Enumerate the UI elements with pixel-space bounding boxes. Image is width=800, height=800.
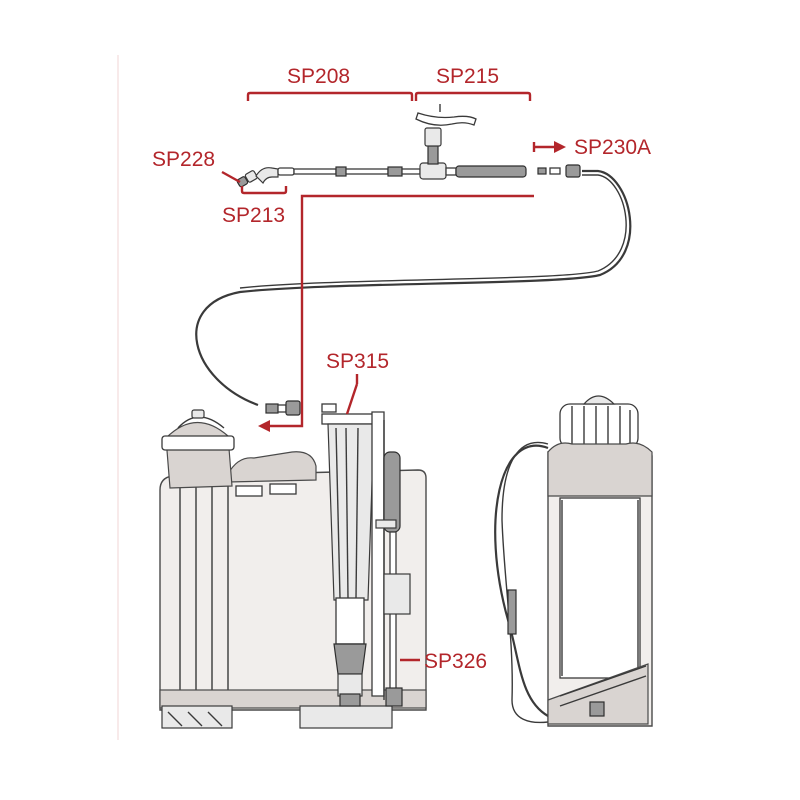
pump-piston-housing [333,643,367,675]
tank-foot-left [161,705,233,729]
hose-end-nut [285,400,301,416]
pump-handle-pivot [385,687,403,707]
foot-treads-left [167,711,223,727]
shoulder-strap [494,444,549,717]
shutoff-valve-body [419,162,447,180]
filler-rim [161,435,235,451]
handle-coupler [445,167,457,176]
pump-lower-tube [335,597,365,645]
tank-shoulder [227,451,317,483]
leader-sp315 [345,374,359,415]
leader-sp228 [221,170,241,184]
pump-handle-link [375,519,397,529]
label-sp315: SP315 [326,350,389,373]
label-sp215: SP215 [436,65,499,88]
tank-foot-right [299,705,393,729]
label-sp326: SP326 [424,650,487,673]
bracket-sp213 [240,186,288,195]
hose-end-collar [277,404,287,413]
wand-rod-2 [345,168,389,175]
pump-valve-base [337,673,363,697]
pump-outlet-fitting [321,403,337,413]
label-sp230a: SP230A [574,136,651,159]
assembly-route-line [268,194,534,428]
hose-fitting-small [537,167,547,175]
rear-tank-panel [559,497,641,679]
filler-basket [165,421,233,489]
pump-chamber-line-3 [355,427,359,599]
label-sp213: SP213 [222,204,285,227]
wand-joint-2 [387,166,403,177]
pump-handle [375,451,411,707]
valve-cap [424,127,442,147]
spray-hose-inner [239,174,627,289]
pump-chamber-line-1 [335,427,341,599]
pump-top-bracket [321,413,379,425]
pump-valve-nut [339,693,361,707]
shoulder-strap-inner [501,441,549,724]
rear-buckle [589,701,605,717]
trigger-lever [415,112,477,126]
pump-return-pipe [371,411,385,697]
bracket-sp215 [414,91,532,101]
hose-washer [549,167,561,175]
rear-tank-shoulder [547,442,653,497]
arrow-to-tank [258,420,270,432]
pump-chamber-line-2 [345,427,349,599]
tank-slot-1 [235,485,263,497]
nozzle-elbow [236,167,279,188]
arrow-sp230a [554,141,566,153]
spray-hose [195,169,632,407]
leader-sp230a [532,142,554,152]
rear-pocket-lines [559,665,647,707]
label-sp228: SP228 [152,148,215,171]
wand-handle-grip [455,165,527,178]
hose-nut [565,164,581,178]
spray-wand-assembly [236,104,581,188]
pump-handle-clip [383,573,411,615]
rear-cap-top [582,395,616,405]
rear-base-pocket [547,663,649,725]
valve-stem [427,145,439,165]
wand-rod-1 [293,168,337,175]
bracket-sp208 [246,91,414,101]
hose-end-fitting [265,403,279,414]
rear-cap-ribs [571,406,631,446]
tank-slot-2 [269,483,297,495]
filler-knob [191,409,205,419]
wand-coupler-left [277,167,295,176]
label-sp208: SP208 [287,65,350,88]
wand-joint-1 [335,166,347,177]
pump-cylinder-assembly [321,411,385,707]
wand-rod-3 [401,168,421,175]
strap-buckle [507,589,517,635]
sprayer-tank-rear [494,395,653,727]
pump-chamber [327,423,375,601]
